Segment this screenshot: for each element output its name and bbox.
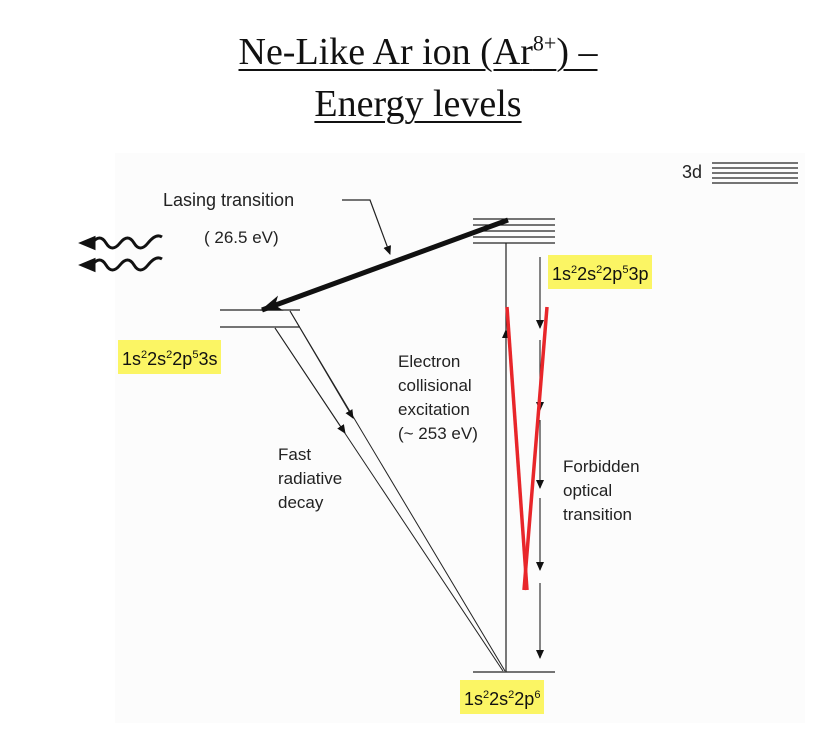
level-3s-lines <box>220 309 300 328</box>
lasing-transition-arrow <box>260 217 509 313</box>
photon-wave-icon <box>78 234 163 273</box>
lasing-callout-line <box>342 199 391 255</box>
ground-level-label: 1s22s22p6 <box>460 680 545 714</box>
lasing-energy-label: ( 26.5 eV) <box>204 228 279 247</box>
level-3p-label: 1s22s22p53p <box>548 255 653 289</box>
radiative-decay-arrows <box>274 310 506 672</box>
title-line-2: Energy levels <box>314 83 522 125</box>
level-3d-label: 3d <box>682 162 703 182</box>
level-3d-lines <box>712 162 798 184</box>
level-3s-label: 1s22s22p53s <box>118 340 222 374</box>
title-line-1: Ne-Like Ar ion (Ar8+) – <box>238 30 598 73</box>
lasing-transition-label: Lasing transition <box>163 190 295 210</box>
forbidden-cross-icon <box>505 306 549 591</box>
diagram-panel <box>115 153 805 723</box>
level-3p-lines <box>473 218 555 244</box>
